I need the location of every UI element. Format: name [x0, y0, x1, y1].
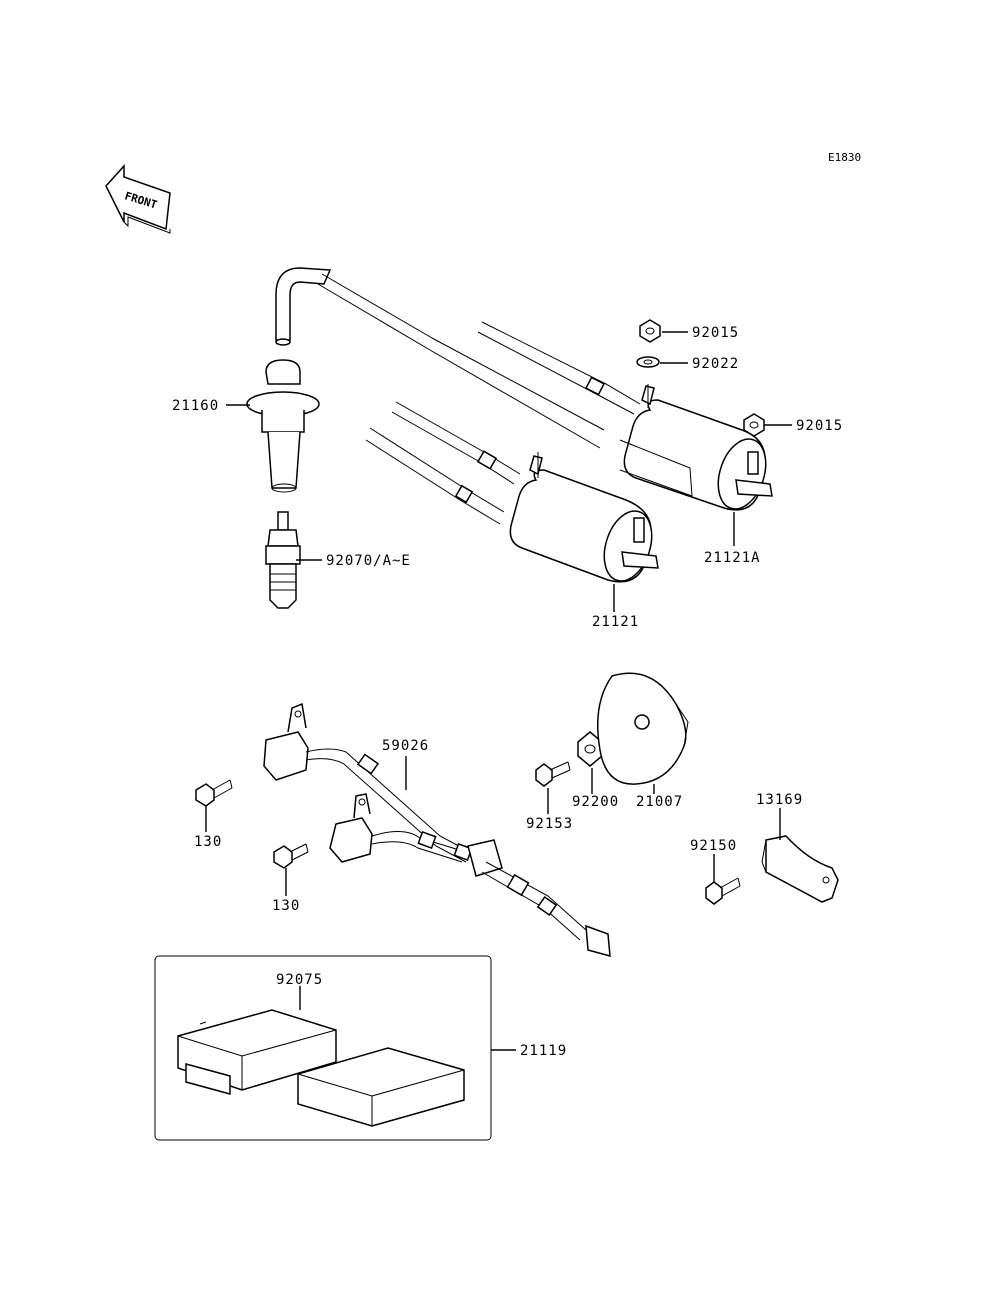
- igniter-92075: [177, 1009, 337, 1095]
- callout-13169: 13169: [756, 792, 803, 808]
- callout-130-lower: 130: [272, 898, 300, 914]
- callout-92015-right: 92015: [796, 418, 843, 434]
- leader-lines: [205, 331, 792, 1051]
- callout-92150: 92150: [690, 838, 737, 854]
- spark-plug-cap: [246, 267, 605, 493]
- callout-59026: 59026: [382, 738, 429, 754]
- callout-92022: 92022: [692, 356, 739, 372]
- callout-92075: 92075: [276, 972, 323, 988]
- diagram-code: E1830: [828, 151, 861, 164]
- igniter-kit-frame: [154, 955, 492, 1141]
- callout-92153: 92153: [526, 816, 573, 832]
- pickup-coil-harness: [263, 702, 611, 958]
- bolt-92150-icon: [705, 877, 741, 905]
- callout-21007: 21007: [636, 794, 683, 810]
- spark-plug: [265, 511, 301, 609]
- callout-21119: 21119: [520, 1043, 567, 1059]
- front-arrow-icon: FRONT: [105, 164, 171, 234]
- timing-rotor-21007: [597, 672, 689, 785]
- nut-92015-right-icon: [743, 413, 765, 437]
- callout-130-upper: 130: [194, 834, 222, 850]
- callout-21160: 21160: [172, 398, 219, 414]
- callout-21121A: 21121A: [704, 550, 761, 566]
- bolt-130-upper-icon: [195, 779, 233, 807]
- ignition-coil-21121A: [477, 321, 773, 511]
- callout-21121: 21121: [592, 614, 639, 630]
- igniter-cover: [297, 1047, 465, 1127]
- ignition-coil-21121: [365, 401, 659, 583]
- bolt-92153-icon: [535, 761, 571, 787]
- callout-92200: 92200: [572, 794, 619, 810]
- bracket-13169: [761, 835, 839, 903]
- nut-92015-upper-icon: [639, 319, 661, 343]
- bolt-130-lower-icon: [273, 843, 309, 869]
- callout-92070: 92070/A~E: [326, 553, 411, 569]
- washer-92022-icon: [636, 356, 660, 368]
- callout-92015-upper: 92015: [692, 325, 739, 341]
